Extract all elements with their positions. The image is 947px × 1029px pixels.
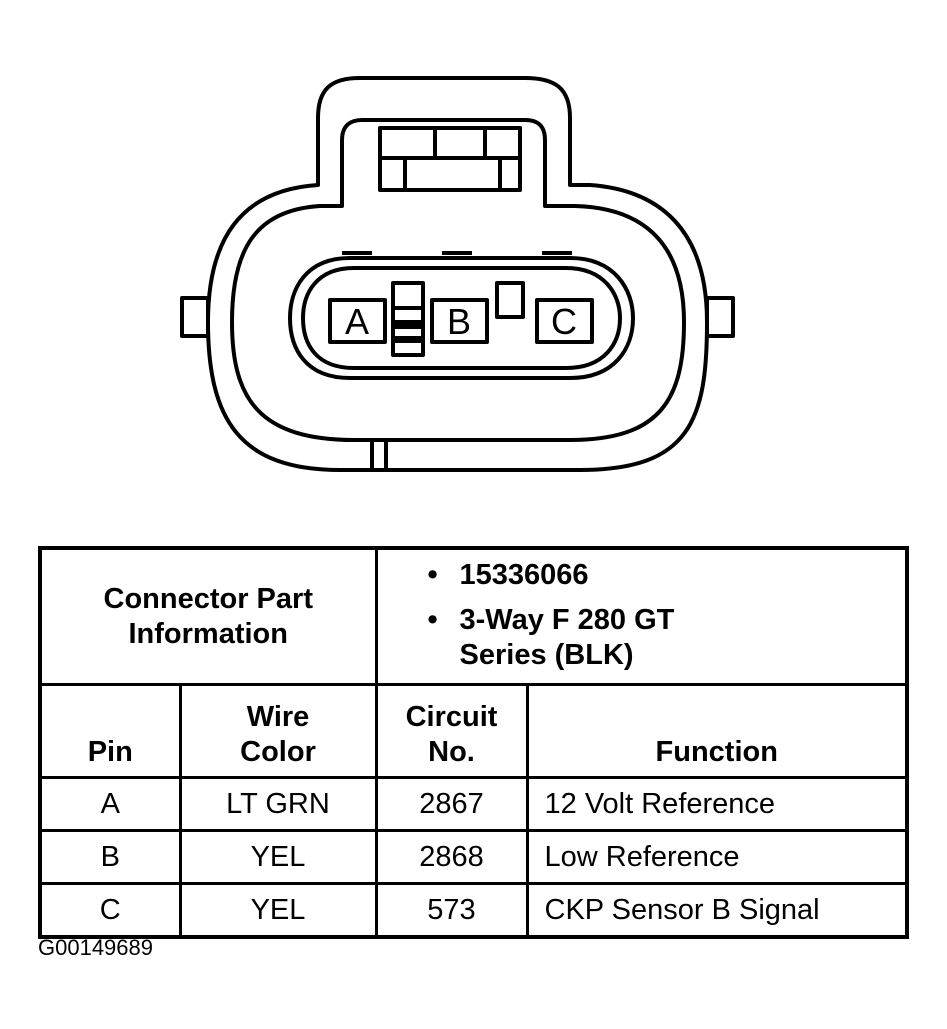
connector-series: 3-Way F 280 GT Series (BLK)	[459, 604, 675, 671]
pin-label-c: C	[551, 301, 577, 342]
part-number: 15336066	[459, 559, 589, 591]
connector-inner-shell	[230, 118, 686, 442]
left-ear	[180, 296, 210, 338]
part-info-item: • 15336066	[427, 559, 589, 591]
part-info-row: Connector Part Information • 15336066 • …	[38, 546, 909, 686]
cell-pin: B	[38, 829, 182, 885]
pin-cavity-inner	[301, 266, 622, 370]
cell-wire-color: YEL	[178, 882, 378, 939]
cell-wire-color: LT GRN	[178, 776, 378, 832]
terminal-lock-bc	[495, 281, 525, 319]
header-wire-color: Wire Color	[178, 683, 378, 779]
pin-box-a	[328, 298, 387, 344]
column-header-row: Pin Wire Color Circuit No. Function	[38, 683, 909, 779]
cell-function: Low Reference	[525, 829, 909, 885]
cell-function: CKP Sensor B Signal	[525, 882, 909, 939]
cell-function: 12 Volt Reference	[525, 776, 909, 832]
cell-pin: C	[38, 882, 182, 939]
table-row: C YEL 573 CKP Sensor B Signal	[38, 882, 909, 939]
pin-box-c	[535, 298, 594, 344]
pin-label-a: A	[345, 301, 369, 342]
cell-circuit: 573	[374, 882, 529, 939]
connector-outer-shell	[206, 76, 709, 472]
figure-id: G00149689	[38, 935, 153, 960]
bottom-key	[370, 438, 388, 472]
pin-box-b	[430, 298, 489, 344]
part-info-item: • 3-Way F 280 GT Series (BLK)	[427, 604, 675, 671]
part-info-list: • 15336066 • 3-Way F 280 GT Series (BLK)	[374, 546, 909, 686]
table-row: A LT GRN 2867 12 Volt Reference	[38, 776, 909, 832]
connector-diagram: A B C	[180, 76, 735, 472]
pin-cavity-outer	[288, 256, 635, 380]
terminal-lock-ab	[391, 281, 425, 357]
cell-circuit: 2867	[374, 776, 529, 832]
header-pin: Pin	[38, 683, 182, 779]
cell-wire-color: YEL	[178, 829, 378, 885]
connector-info-table: Connector Part Information • 15336066 • …	[38, 546, 909, 939]
table-row: B YEL 2868 Low Reference	[38, 829, 909, 885]
header-function: Function	[525, 683, 909, 779]
header-circuit-no: Circuit No.	[374, 683, 529, 779]
pin-label-b: B	[447, 301, 471, 342]
part-info-label: Connector Part Information	[38, 546, 378, 686]
right-ear	[705, 296, 735, 338]
cell-pin: A	[38, 776, 182, 832]
cell-circuit: 2868	[374, 829, 529, 885]
